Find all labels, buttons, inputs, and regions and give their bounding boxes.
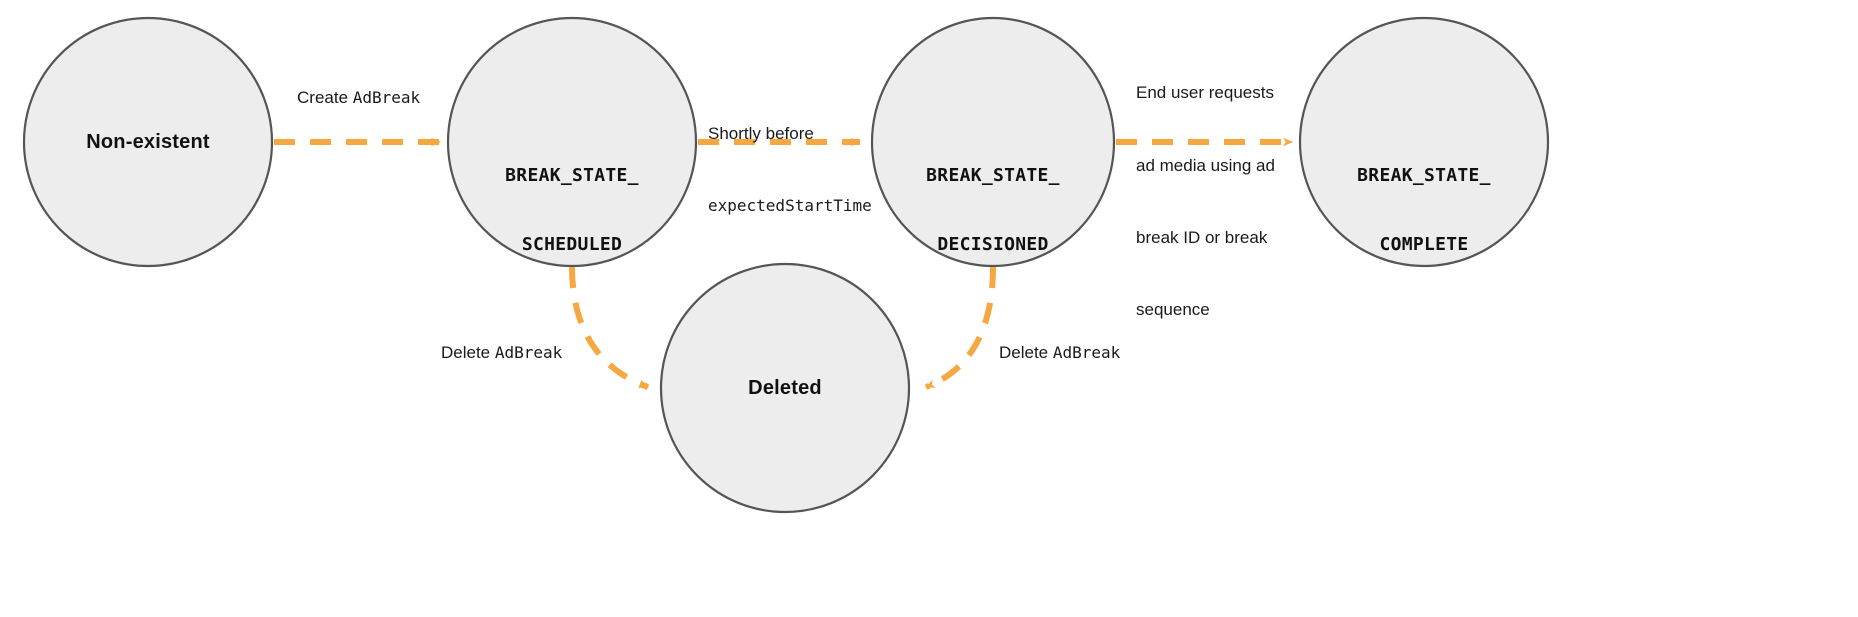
edge-delete-adbreak-from-scheduled[interactable]: [569, 266, 650, 390]
node-deleted[interactable]: [659, 262, 911, 514]
node-non-existent[interactable]: [22, 16, 274, 268]
node-break-state-decisioned[interactable]: [870, 16, 1116, 268]
node-break-state-complete[interactable]: [1298, 16, 1550, 268]
edge-delete-adbreak-from-decisioned[interactable]: [924, 266, 996, 390]
node-break-state-scheduled[interactable]: [446, 16, 698, 268]
